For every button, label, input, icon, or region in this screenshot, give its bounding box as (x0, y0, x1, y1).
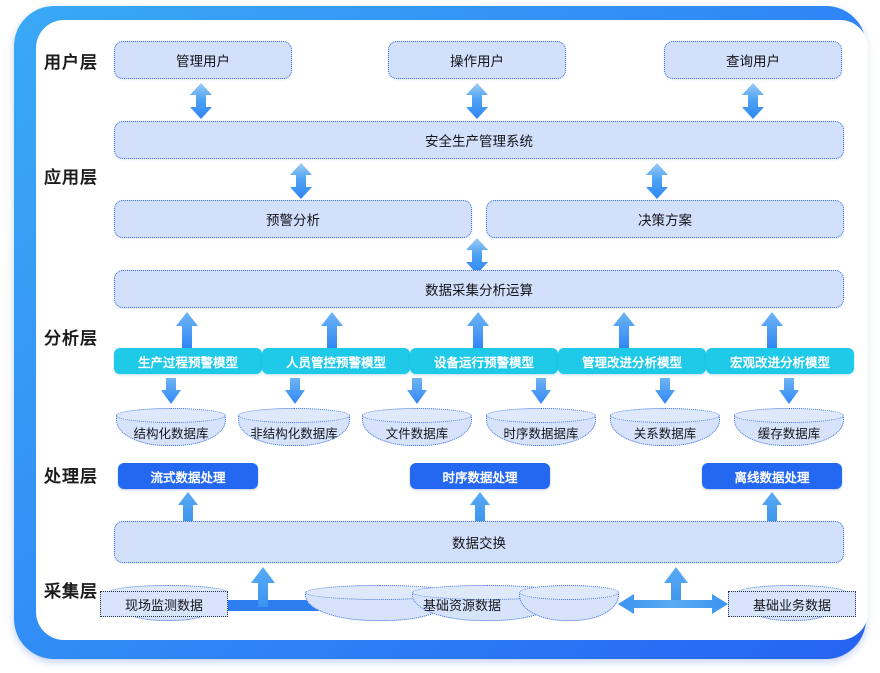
database-cylinder-cache[interactable]: 缓存数据库 (734, 408, 844, 446)
user-node-admin[interactable]: 管理用户 (114, 41, 292, 79)
arrow-up-icon (177, 492, 199, 524)
source-cylinder-resource-3 (519, 585, 619, 621)
layer-label-user: 用户层 (44, 53, 98, 72)
arrow-up-down-icon (188, 83, 214, 119)
cylinder-top (116, 408, 226, 423)
arrow-down-icon (406, 378, 428, 404)
arrow-up-icon (760, 312, 784, 348)
application-compute-box[interactable]: 数据采集分析运算 (114, 270, 844, 308)
arrow-down-icon (284, 378, 306, 404)
database-label: 关系数据库 (633, 426, 697, 441)
arrow-down-icon (654, 378, 676, 404)
cylinder-top (486, 408, 596, 423)
arrow-up-icon (466, 312, 490, 348)
database-cylinder-unstructured[interactable]: 非结构化数据库 (238, 408, 350, 446)
arrow-up-icon (663, 567, 689, 607)
arrow-up-icon (250, 567, 276, 607)
processing-exchange-box[interactable]: 数据交换 (114, 521, 844, 563)
database-label: 文件数据库 (385, 426, 449, 441)
layer-label-collection: 采集层 (44, 582, 98, 601)
application-system-box[interactable]: 安全生产管理系统 (114, 121, 844, 159)
arrow-up-down-icon (740, 83, 766, 119)
arrow-down-icon (160, 378, 182, 404)
arrow-up-down-icon (464, 238, 490, 274)
database-cylinder-structured[interactable]: 结构化数据库 (116, 408, 226, 446)
arrow-up-icon (612, 312, 636, 348)
arrow-down-icon (778, 378, 800, 404)
database-label: 结构化数据库 (133, 426, 209, 441)
cylinder-top (362, 408, 472, 423)
cylinder-top (610, 408, 720, 423)
arrow-up-icon (761, 492, 783, 524)
analysis-model-personnel[interactable]: 人员管控预警模型 (262, 348, 410, 374)
connector-bar-left (226, 600, 336, 611)
application-module-warning[interactable]: 预警分析 (114, 200, 472, 238)
database-label: 非结构化数据库 (250, 426, 338, 441)
database-label: 缓存数据库 (757, 426, 821, 441)
arrow-left-right-icon (618, 592, 728, 616)
layer-label-application: 应用层 (44, 168, 98, 187)
cylinder-top (519, 585, 619, 600)
arrow-up-icon (320, 312, 344, 348)
layer-label-processing: 处理层 (44, 467, 98, 486)
database-cylinder-file[interactable]: 文件数据库 (362, 408, 472, 446)
processing-offline[interactable]: 离线数据处理 (702, 463, 842, 489)
layer-label-analysis: 分析层 (44, 329, 98, 348)
collection-source-business[interactable]: 基础业务数据 (728, 591, 856, 617)
user-node-operator[interactable]: 操作用户 (388, 41, 566, 79)
arrow-up-down-icon (464, 83, 490, 119)
collection-source-resource[interactable]: 基础资源数据 (422, 597, 501, 613)
arrow-up-down-icon (644, 163, 670, 199)
analysis-model-macro[interactable]: 宏观改进分析模型 (706, 348, 854, 374)
processing-timeseries[interactable]: 时序数据处理 (410, 463, 550, 489)
database-label: 时序数据据库 (503, 426, 579, 441)
application-module-decision[interactable]: 决策方案 (486, 200, 844, 238)
user-node-query[interactable]: 查询用户 (664, 41, 842, 79)
arrow-up-down-icon (288, 163, 314, 199)
processing-stream[interactable]: 流式数据处理 (118, 463, 258, 489)
database-cylinder-timeseries[interactable]: 时序数据据库 (486, 408, 596, 446)
analysis-model-management[interactable]: 管理改进分析模型 (558, 348, 706, 374)
arrow-up-icon (175, 312, 199, 348)
collection-source-field[interactable]: 现场监测数据 (100, 591, 228, 617)
cylinder-top (238, 408, 350, 423)
cylinder-top (734, 408, 844, 423)
analysis-model-production[interactable]: 生产过程预警模型 (114, 348, 262, 374)
arrow-up-icon (469, 492, 491, 524)
arrow-down-icon (530, 378, 552, 404)
analysis-model-equipment[interactable]: 设备运行预警模型 (410, 348, 558, 374)
database-cylinder-relational[interactable]: 关系数据库 (610, 408, 720, 446)
